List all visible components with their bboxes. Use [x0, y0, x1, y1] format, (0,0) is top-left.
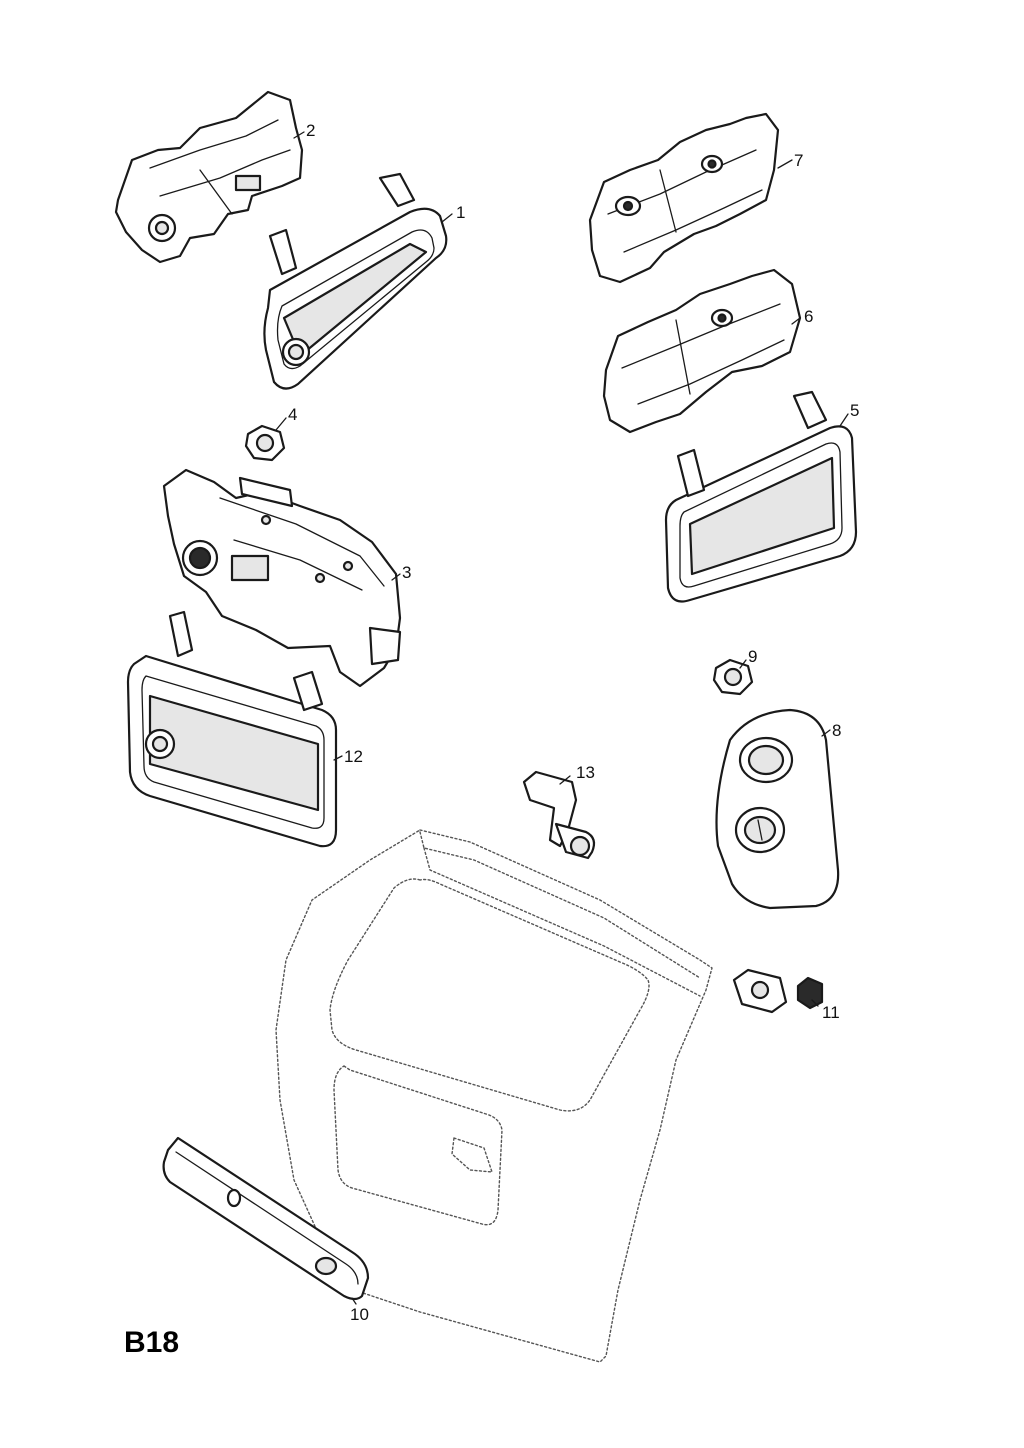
part-2-bracket	[114, 90, 304, 264]
callout-6: 6	[804, 307, 813, 326]
callout-13: 13	[576, 763, 595, 782]
leader-lines	[275, 131, 849, 1305]
page-code: B18	[124, 1326, 179, 1359]
part-8-cover	[715, 708, 840, 910]
part-11-grommet	[732, 968, 824, 1014]
part-9-nut	[712, 658, 754, 696]
callout-3: 3	[402, 563, 411, 582]
callout-2: 2	[306, 121, 315, 140]
callout-1: 1	[456, 203, 465, 222]
part-7-bracket	[588, 112, 780, 284]
part-1-handle	[263, 172, 448, 390]
callout-5: 5	[850, 401, 859, 420]
callout-4: 4	[288, 405, 297, 424]
callout-10: 10	[350, 1305, 369, 1324]
tailgate-panel	[275, 829, 713, 1363]
part-6-bracket	[602, 268, 802, 434]
part-12-handle	[126, 610, 338, 848]
part-5-handle	[664, 390, 858, 603]
callout-12: 12	[344, 747, 363, 766]
part-10-trim-strip	[162, 1136, 370, 1301]
callout-9: 9	[748, 647, 757, 666]
part-13-clip	[522, 770, 596, 860]
callout-11: 11	[822, 1003, 840, 1022]
part-3-lock-housing	[162, 468, 402, 688]
part-4-nut	[244, 424, 286, 462]
callout-8: 8	[832, 721, 841, 740]
callout-7: 7	[794, 151, 803, 170]
